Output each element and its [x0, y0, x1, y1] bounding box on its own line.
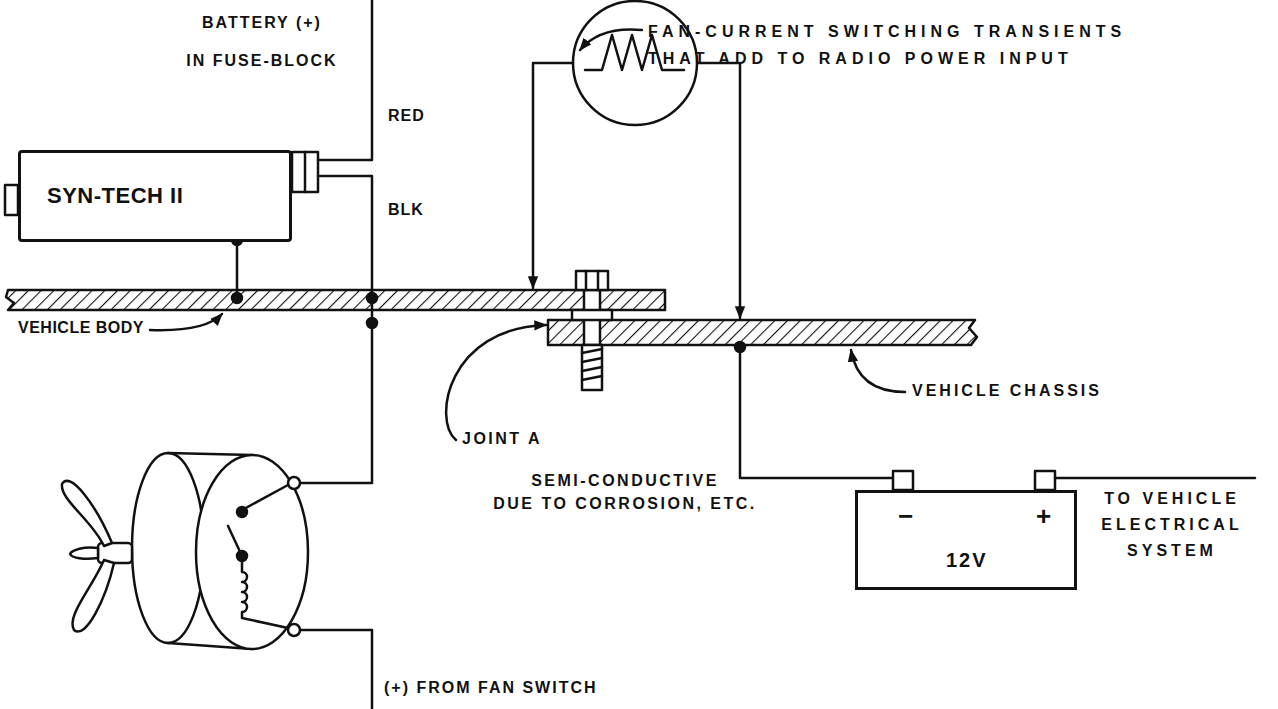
contact-dot: [237, 551, 247, 561]
fan-switch-wire: [300, 630, 372, 709]
text-line: VEHICLE CHASSIS: [912, 381, 1102, 401]
ground-strap: [740, 347, 893, 478]
bolt-head-edge: [597, 271, 600, 290]
contact-dot: [237, 507, 247, 517]
washer: [572, 310, 612, 320]
text-line: SYSTEM: [1101, 538, 1242, 564]
wire-color: RED: [388, 106, 425, 126]
part-name: VEHICLE CHASSIS: [912, 381, 1102, 401]
text-line: VEHICLE BODY: [18, 318, 144, 338]
text-line: DUE TO CORROSION, ETC.: [493, 492, 757, 515]
callout-note: FAN-CURRENT SWITCHING TRANSIENTS THAT AD…: [648, 18, 1126, 72]
text-line: TO VEHICLE: [1101, 486, 1242, 512]
terminal-sign: −: [898, 501, 913, 532]
fan-blade: [72, 560, 114, 631]
wire-color: BLK: [388, 200, 424, 220]
part-name: JOINT A: [462, 429, 542, 449]
red-wire: [318, 0, 372, 160]
thread-line: [582, 376, 602, 380]
text-line: BLK: [388, 200, 424, 220]
unit-name: SYN-TECH II: [47, 183, 183, 209]
thread-line: [582, 367, 602, 371]
leader-line: [851, 350, 905, 392]
bolt-head: [576, 271, 608, 290]
text-line: SEMI-CONDUCTIVE: [493, 469, 757, 492]
fan-blade: [70, 547, 98, 558]
text-line: BATTERY (+): [186, 4, 337, 42]
supply-note: BATTERY (+) IN FUSE-BLOCK: [186, 4, 337, 80]
radio-ground-wire: [236, 240, 239, 298]
battery: − +12V: [855, 490, 1077, 590]
junction-dot: [367, 293, 377, 303]
text-line: FAN-CURRENT SWITCHING TRANSIENTS: [648, 18, 1126, 45]
probe-lead: [533, 63, 573, 288]
wire-destination: TO VEHICLE ELECTRICAL SYSTEM: [1101, 486, 1242, 564]
bolt-head-edge: [585, 271, 588, 290]
radio-plug: [292, 152, 318, 192]
black-wire: [300, 176, 372, 483]
motor-terminal: [288, 477, 300, 489]
text-line: IN FUSE-BLOCK: [186, 42, 337, 80]
text-line: RED: [388, 106, 425, 126]
battery-terminal: [893, 471, 913, 490]
positive-lead: [1055, 477, 1255, 480]
motor-housing-edge: [168, 453, 252, 455]
leader-line: [446, 325, 546, 440]
bolt-thread: [582, 345, 602, 390]
leader-line: [150, 314, 222, 330]
text-line: JOINT A: [462, 429, 542, 449]
motor-back-rim: [132, 453, 204, 643]
radio-unit: SYN-TECH II: [18, 150, 292, 242]
radio-knob: [5, 185, 18, 215]
wire-source: (+) FROM FAN SWITCH: [384, 678, 598, 698]
terminal-sign: +: [1036, 501, 1051, 532]
thread-line: [582, 349, 602, 353]
fan-blade: [62, 481, 112, 546]
part-name: VEHICLE BODY: [18, 318, 144, 338]
motor-terminal: [288, 624, 300, 636]
junction-dot: [232, 293, 242, 303]
battery-terminal: [1035, 471, 1055, 490]
text-line: ELECTRICAL: [1101, 512, 1242, 538]
motor-face: [196, 455, 308, 649]
junction-dot: [367, 318, 377, 328]
vehicle-body-plate: [6, 290, 665, 310]
leader-line: [580, 29, 642, 50]
vehicle-chassis-plate: [548, 320, 977, 345]
motor-internal-wire: [242, 485, 288, 510]
plug-divider: [304, 152, 307, 192]
probe-lead: [697, 63, 740, 318]
thread-line: [582, 358, 602, 362]
motor-winding: [242, 561, 288, 628]
battery-voltage: 12V: [946, 549, 988, 572]
text-line: THAT ADD TO RADIO POWER INPUT: [648, 45, 1126, 72]
text-line: (+) FROM FAN SWITCH: [384, 678, 598, 698]
callout-note: SEMI-CONDUCTIVE DUE TO CORROSION, ETC.: [493, 469, 757, 515]
